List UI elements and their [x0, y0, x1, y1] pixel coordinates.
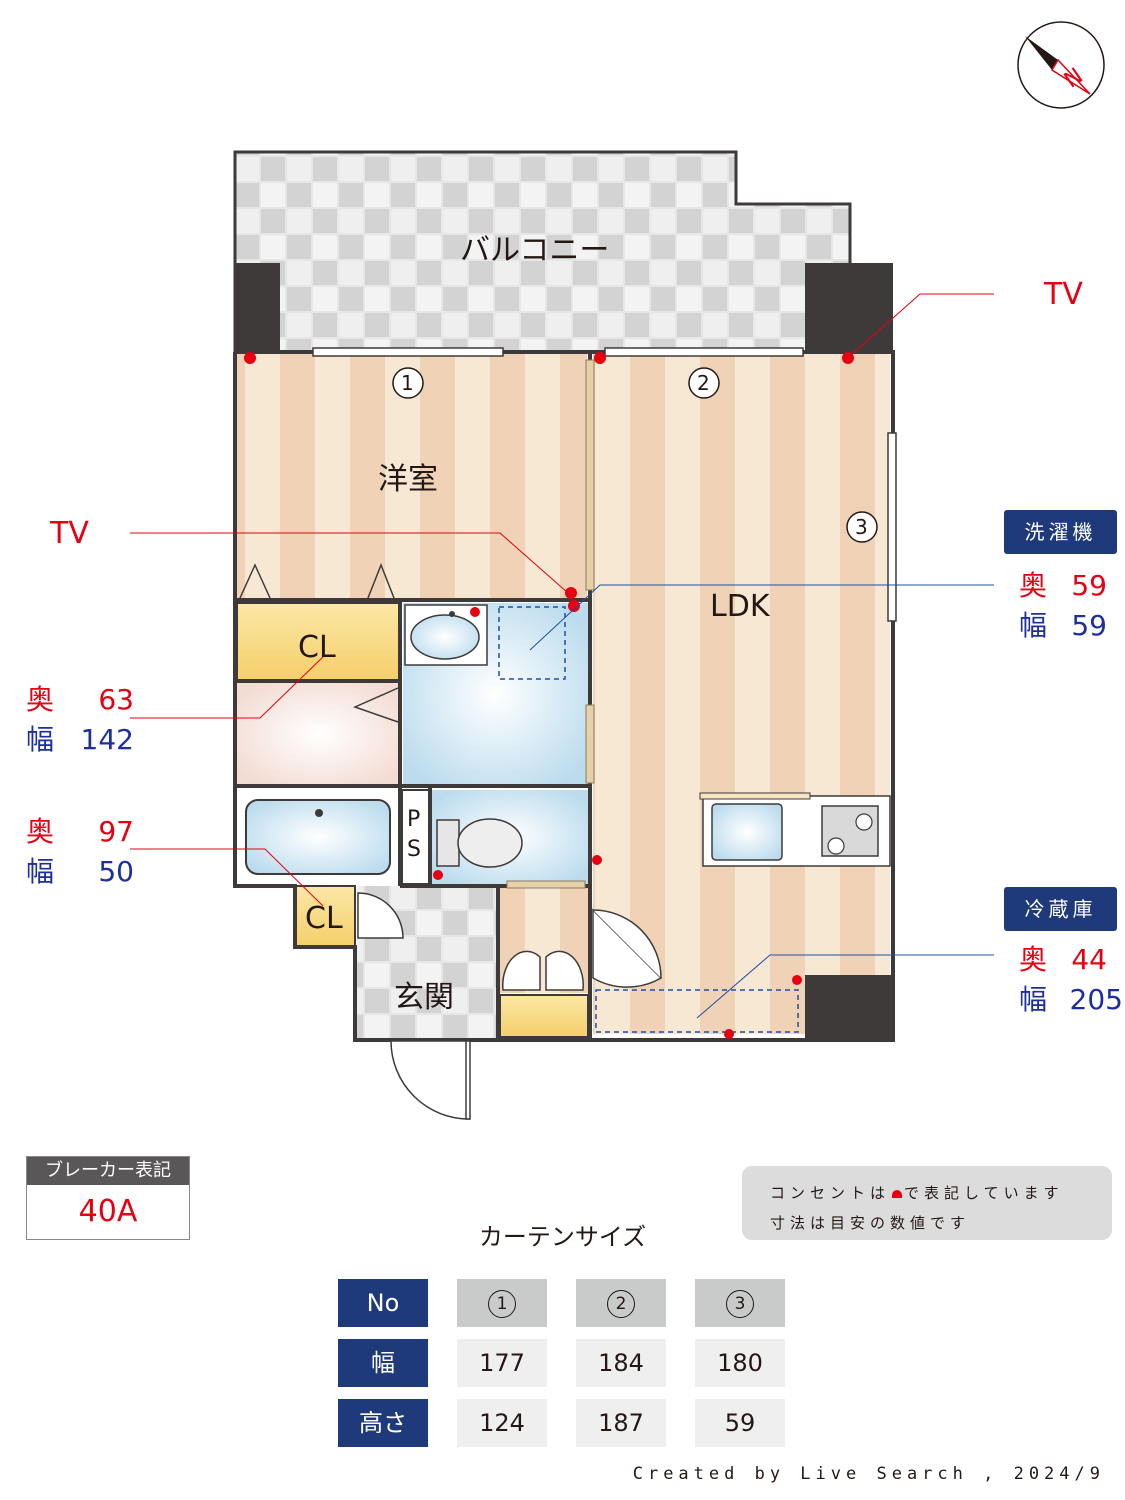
washer-badge: 洗濯機	[1004, 510, 1117, 554]
fridge-depth-value: 44	[1071, 943, 1107, 976]
western-room-label: 洋室	[378, 462, 438, 497]
curtain-height-1: 124	[457, 1399, 547, 1447]
closet-width-value: 142	[80, 723, 134, 756]
balcony	[233, 150, 893, 354]
closet-width-row: 幅 142	[26, 726, 134, 754]
closet-depth-value: 63	[98, 683, 134, 716]
note-line-1-start: コンセントは	[770, 1184, 891, 1202]
fridge-depth-key: 奥	[1019, 943, 1048, 976]
bath-width-row: 幅 50	[26, 858, 134, 886]
breaker-title: ブレーカー表記	[27, 1157, 189, 1185]
doors	[239, 562, 663, 1120]
ps-shaft	[401, 789, 431, 885]
window-number-1: 1	[401, 371, 414, 395]
washer-depth-key: 奥	[1019, 569, 1048, 602]
leader-lines-red	[130, 293, 994, 907]
balcony-label: バルコニー	[460, 233, 610, 268]
closet-1-label: CL	[298, 630, 336, 665]
curtain-number-2: 2	[576, 1279, 666, 1327]
bath-depth-key: 奥	[26, 815, 55, 848]
credit-line: Created by Live Search , 2024/9	[632, 1464, 1105, 1484]
curtain-number-2-text: 2	[607, 1290, 635, 1318]
note-line-2: 寸法は目安の数値です	[770, 1214, 971, 1232]
breaker-value: 40A	[78, 1194, 138, 1229]
floor-plan-drawing	[130, 21, 1105, 1120]
closet-depth-key: 奥	[26, 683, 55, 716]
washer-space	[498, 606, 566, 680]
curtain-number-3: 3	[695, 1279, 785, 1327]
closet-depth-row: 奥 63	[26, 686, 134, 714]
tv-label-ldk: TV	[1044, 277, 1083, 312]
note-line-1-end: で表記しています	[904, 1184, 1064, 1202]
washbasin	[404, 604, 488, 666]
ldk-label: LDK	[710, 589, 770, 624]
window-number-2: 2	[697, 371, 710, 395]
washer-width-value: 59	[1071, 609, 1107, 642]
curtain-number-1: 1	[457, 1279, 547, 1327]
note-line-1: コンセントはで表記しています	[770, 1182, 1064, 1203]
row-label-width: 幅	[338, 1339, 428, 1387]
row-label-no: No	[338, 1279, 428, 1327]
closet-2-label: CL	[305, 901, 343, 936]
compass	[1017, 21, 1105, 109]
outlet-note: コンセントはで表記しています 寸法は目安の数値です	[742, 1166, 1112, 1240]
ps-label-bottom: S	[407, 837, 421, 862]
bathtub	[245, 799, 391, 875]
ldk-floor	[593, 354, 890, 1034]
curtain-height-3: 59	[695, 1399, 785, 1447]
washer-width-key: 幅	[1019, 609, 1048, 642]
kitchen-counter	[699, 792, 891, 867]
bath-width-value: 50	[98, 855, 134, 888]
fridge-width-row: 幅 205	[1019, 986, 1123, 1014]
curtain-width-1: 177	[457, 1339, 547, 1387]
breaker-box: ブレーカー表記 40A	[26, 1156, 190, 1240]
fridge-badge: 冷蔵庫	[1004, 887, 1117, 931]
bath-width-key: 幅	[26, 855, 55, 888]
window-number-markers	[392, 367, 878, 543]
entrance-label: 玄関	[394, 980, 454, 1015]
bath-depth-row: 奥 97	[26, 818, 134, 846]
leader-lines-blue	[529, 584, 994, 1019]
bath-depth-value: 97	[98, 815, 134, 848]
curtain-number-1-text: 1	[488, 1290, 516, 1318]
fridge-space	[595, 989, 799, 1033]
curtain-width-3: 180	[695, 1339, 785, 1387]
fridge-width-key: 幅	[1019, 983, 1048, 1016]
fridge-depth-row: 奥 44	[1019, 946, 1107, 974]
fridge-width-value: 205	[1069, 983, 1123, 1016]
shoe-closet	[499, 994, 589, 1038]
row-label-height: 高さ	[338, 1399, 428, 1447]
washer-depth-value: 59	[1071, 569, 1107, 602]
tv-label-western: TV	[50, 516, 89, 551]
curtain-width-2: 184	[576, 1339, 666, 1387]
outlet-symbol-icon	[892, 1190, 903, 1198]
toilet	[436, 818, 523, 868]
dressing-floor	[237, 683, 401, 786]
curtain-table-title: カーテンサイズ	[478, 1223, 647, 1251]
washer-width-row: 幅 59	[1019, 612, 1107, 640]
washer-depth-row: 奥 59	[1019, 572, 1107, 600]
closet-width-key: 幅	[26, 723, 55, 756]
window-number-3: 3	[855, 515, 868, 539]
ps-label-top: P	[407, 807, 421, 832]
curtain-number-3-text: 3	[726, 1290, 754, 1318]
windows	[312, 347, 897, 622]
curtain-height-2: 187	[576, 1399, 666, 1447]
